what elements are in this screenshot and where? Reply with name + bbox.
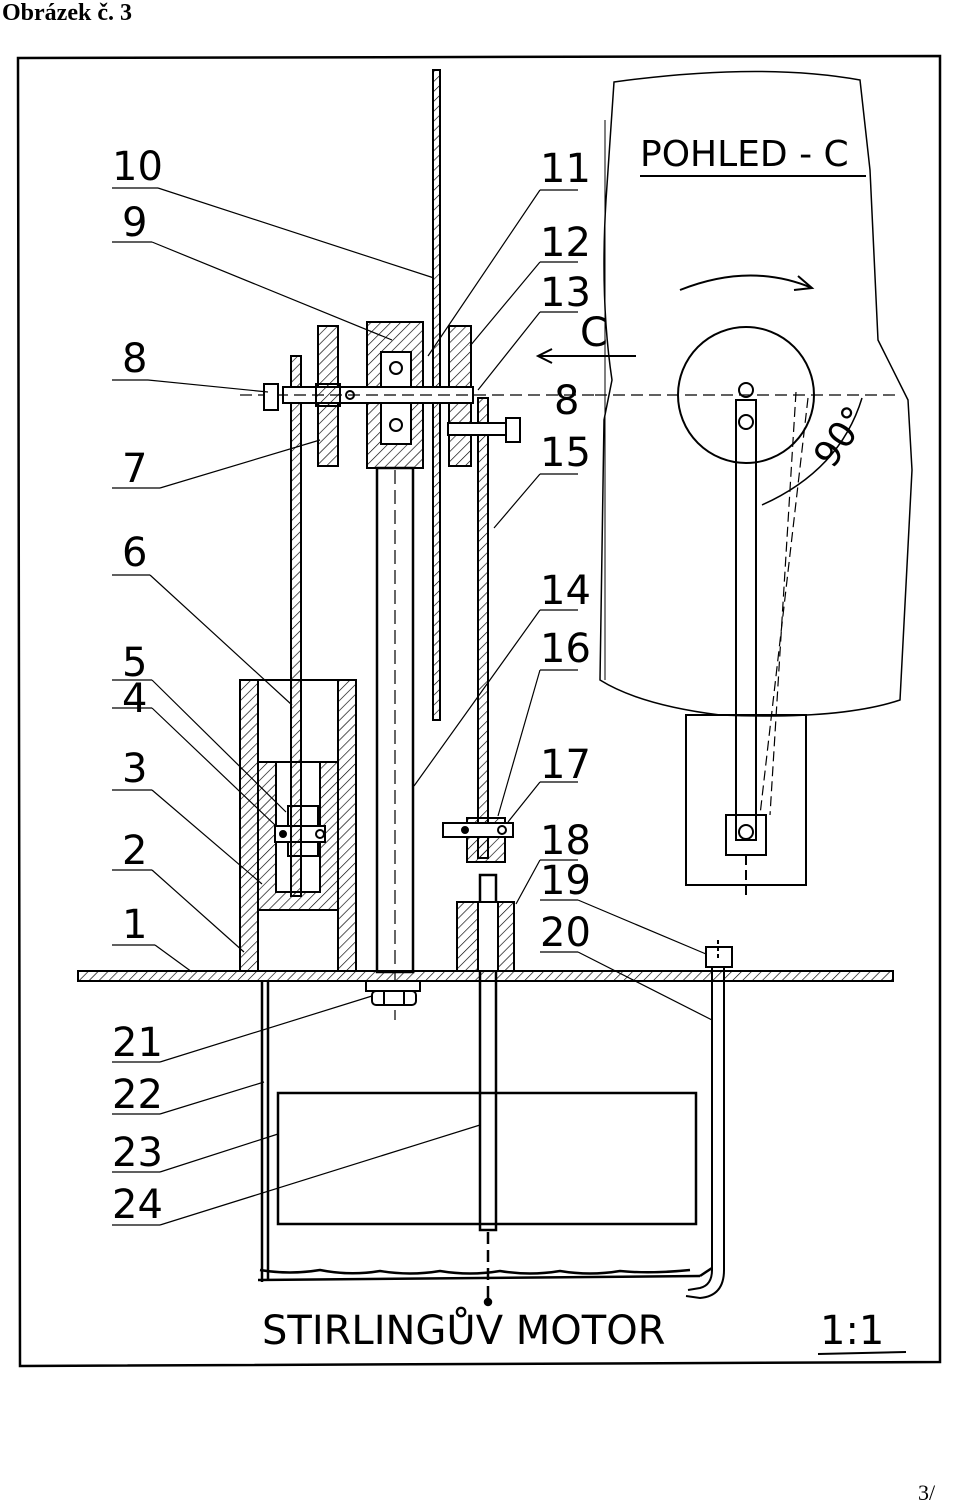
- crank-pin-right: [447, 417, 521, 443]
- label-underlines: [640, 175, 907, 1355]
- displacer: [276, 1091, 698, 1226]
- drawing-scale: 1:1: [820, 1308, 884, 1354]
- heat-chamber: [257, 981, 713, 1282]
- central-column: [375, 466, 415, 1020]
- label-2: 2: [122, 828, 147, 874]
- label-15: 15: [540, 430, 591, 476]
- label-21: 21: [112, 1020, 163, 1066]
- angle-label: 90°: [806, 399, 876, 475]
- label-18: 18: [540, 818, 591, 864]
- drawing-frame: [16, 54, 942, 1368]
- label-19: 19: [540, 858, 591, 904]
- page-heading: Obrázek č. 3: [2, 0, 132, 26]
- crank-view: [595, 70, 913, 895]
- guide-bushing: [456, 901, 515, 972]
- label-17: 17: [540, 742, 591, 788]
- label-7: 7: [122, 446, 147, 492]
- label-1: 1: [122, 902, 147, 948]
- label-12: 12: [540, 220, 591, 266]
- label-14: 14: [540, 568, 591, 614]
- label-13: 13: [540, 270, 591, 316]
- crank-pin-left: [263, 383, 279, 411]
- label-22: 22: [112, 1072, 163, 1118]
- view-label: POHLED - C: [640, 134, 849, 175]
- label-23: 23: [112, 1130, 163, 1176]
- label-16: 16: [540, 626, 591, 672]
- displacer-connecting-rod: [442, 397, 514, 863]
- label-4: 4: [122, 676, 147, 722]
- page-number: 3/: [918, 1480, 936, 1505]
- label-8-right: 8: [554, 378, 579, 424]
- label-3: 3: [122, 746, 147, 792]
- displacer-rod: [478, 873, 498, 1307]
- label-10: 10: [112, 144, 163, 190]
- leader-lines: [112, 187, 713, 1226]
- label-20: 20: [540, 910, 591, 956]
- label-11: 11: [540, 146, 591, 192]
- burner-tube: [685, 940, 733, 1300]
- piston-rod: [290, 355, 302, 897]
- section-arrow: [535, 348, 636, 364]
- label-24: 24: [112, 1182, 163, 1228]
- drawing-title: STIRLINGŮV MOTOR: [262, 1306, 665, 1354]
- column-nut: [365, 980, 421, 1006]
- crankshaft: [240, 383, 600, 407]
- base-plate: [77, 970, 894, 982]
- label-6: 6: [122, 530, 147, 576]
- section-arrow-label: C: [580, 310, 608, 356]
- part-labels: 10 9 8 7 6 5 4 3 2 1 11 12 13 8 15 14 16…: [112, 134, 884, 1354]
- label-8-left: 8: [122, 336, 147, 382]
- label-9: 9: [122, 200, 147, 246]
- label-5: 5: [122, 640, 147, 686]
